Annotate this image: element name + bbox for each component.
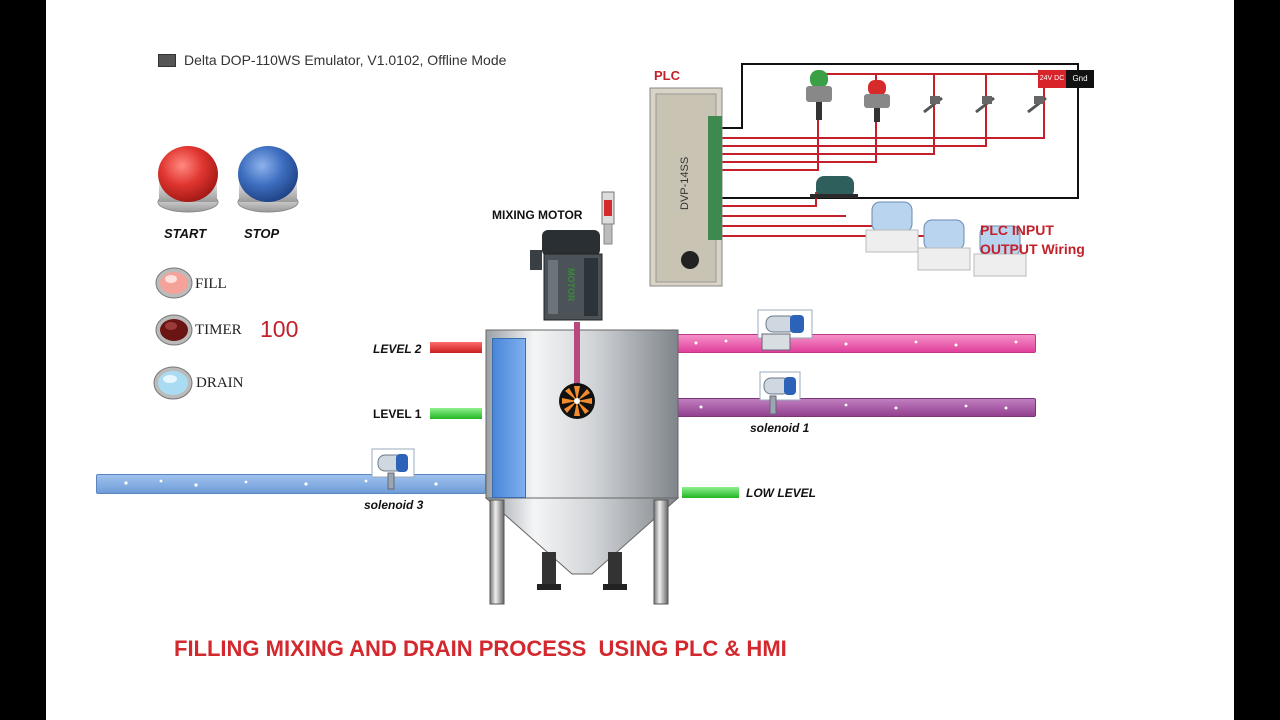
fill-label: FILL [195,276,227,292]
supply-gnd-terminal: Gnd [1066,70,1094,88]
level-1-sensor [430,408,482,419]
low-level-label: LOW LEVEL [746,486,816,500]
stop-label: STOP [244,226,280,241]
solenoid-1-valve[interactable] [758,370,802,418]
impeller-icon [559,383,595,419]
timer-label: TIMER [195,322,242,338]
solenoid-3-label: solenoid 3 [364,498,424,512]
start-label: START [164,226,207,241]
window-title: Delta DOP-110WS Emulator, V1.0102, Offli… [184,52,507,68]
fill-indicator-lamp [155,267,193,299]
level-2-label: LEVEL 2 [373,342,422,356]
hmi-stage: Delta DOP-110WS Emulator, V1.0102, Offli… [46,0,1234,720]
tank-level-bar [492,338,526,498]
page-title: FILLING MIXING AND DRAIN PROCESS USING P… [174,636,787,661]
drain-indicator-lamp [153,366,193,400]
mixing-motor-label: MIXING MOTOR [492,208,583,222]
low-level-sensor [682,487,739,498]
timer-indicator-lamp [155,314,193,346]
supply-24v-terminal: 24V DC [1038,70,1066,88]
solenoid-1-label: solenoid 1 [750,421,810,435]
pipe-bubbles [124,479,438,487]
pink-pipe-bubbles [694,339,1018,347]
plc-wiring-diagram: DVP-14SS [649,63,1079,287]
agitator-shaft [574,322,580,384]
start-button[interactable] [156,142,220,218]
purple-pipe-bubbles [699,403,1008,410]
solenoid-2-valve[interactable] [756,308,814,354]
wiring-label-line2: OUTPUT Wiring [980,241,1085,257]
plc-title: PLC [654,68,680,83]
solenoid-3-valve[interactable] [370,447,418,493]
plc-model-text: DVP-14SS [679,157,691,210]
wiring-label-line1: PLC INPUT [980,222,1054,238]
motor-status-lamp [601,191,615,245]
level-1-label: LEVEL 1 [373,407,422,421]
motor-brand-text: MOTOR [566,268,576,302]
stop-button[interactable] [236,142,300,218]
drain-label: DRAIN [196,375,244,391]
timer-value: 100 [260,316,299,342]
level-2-sensor [430,342,482,353]
window-icon [158,54,176,67]
mixing-motor[interactable]: MOTOR [528,228,614,324]
